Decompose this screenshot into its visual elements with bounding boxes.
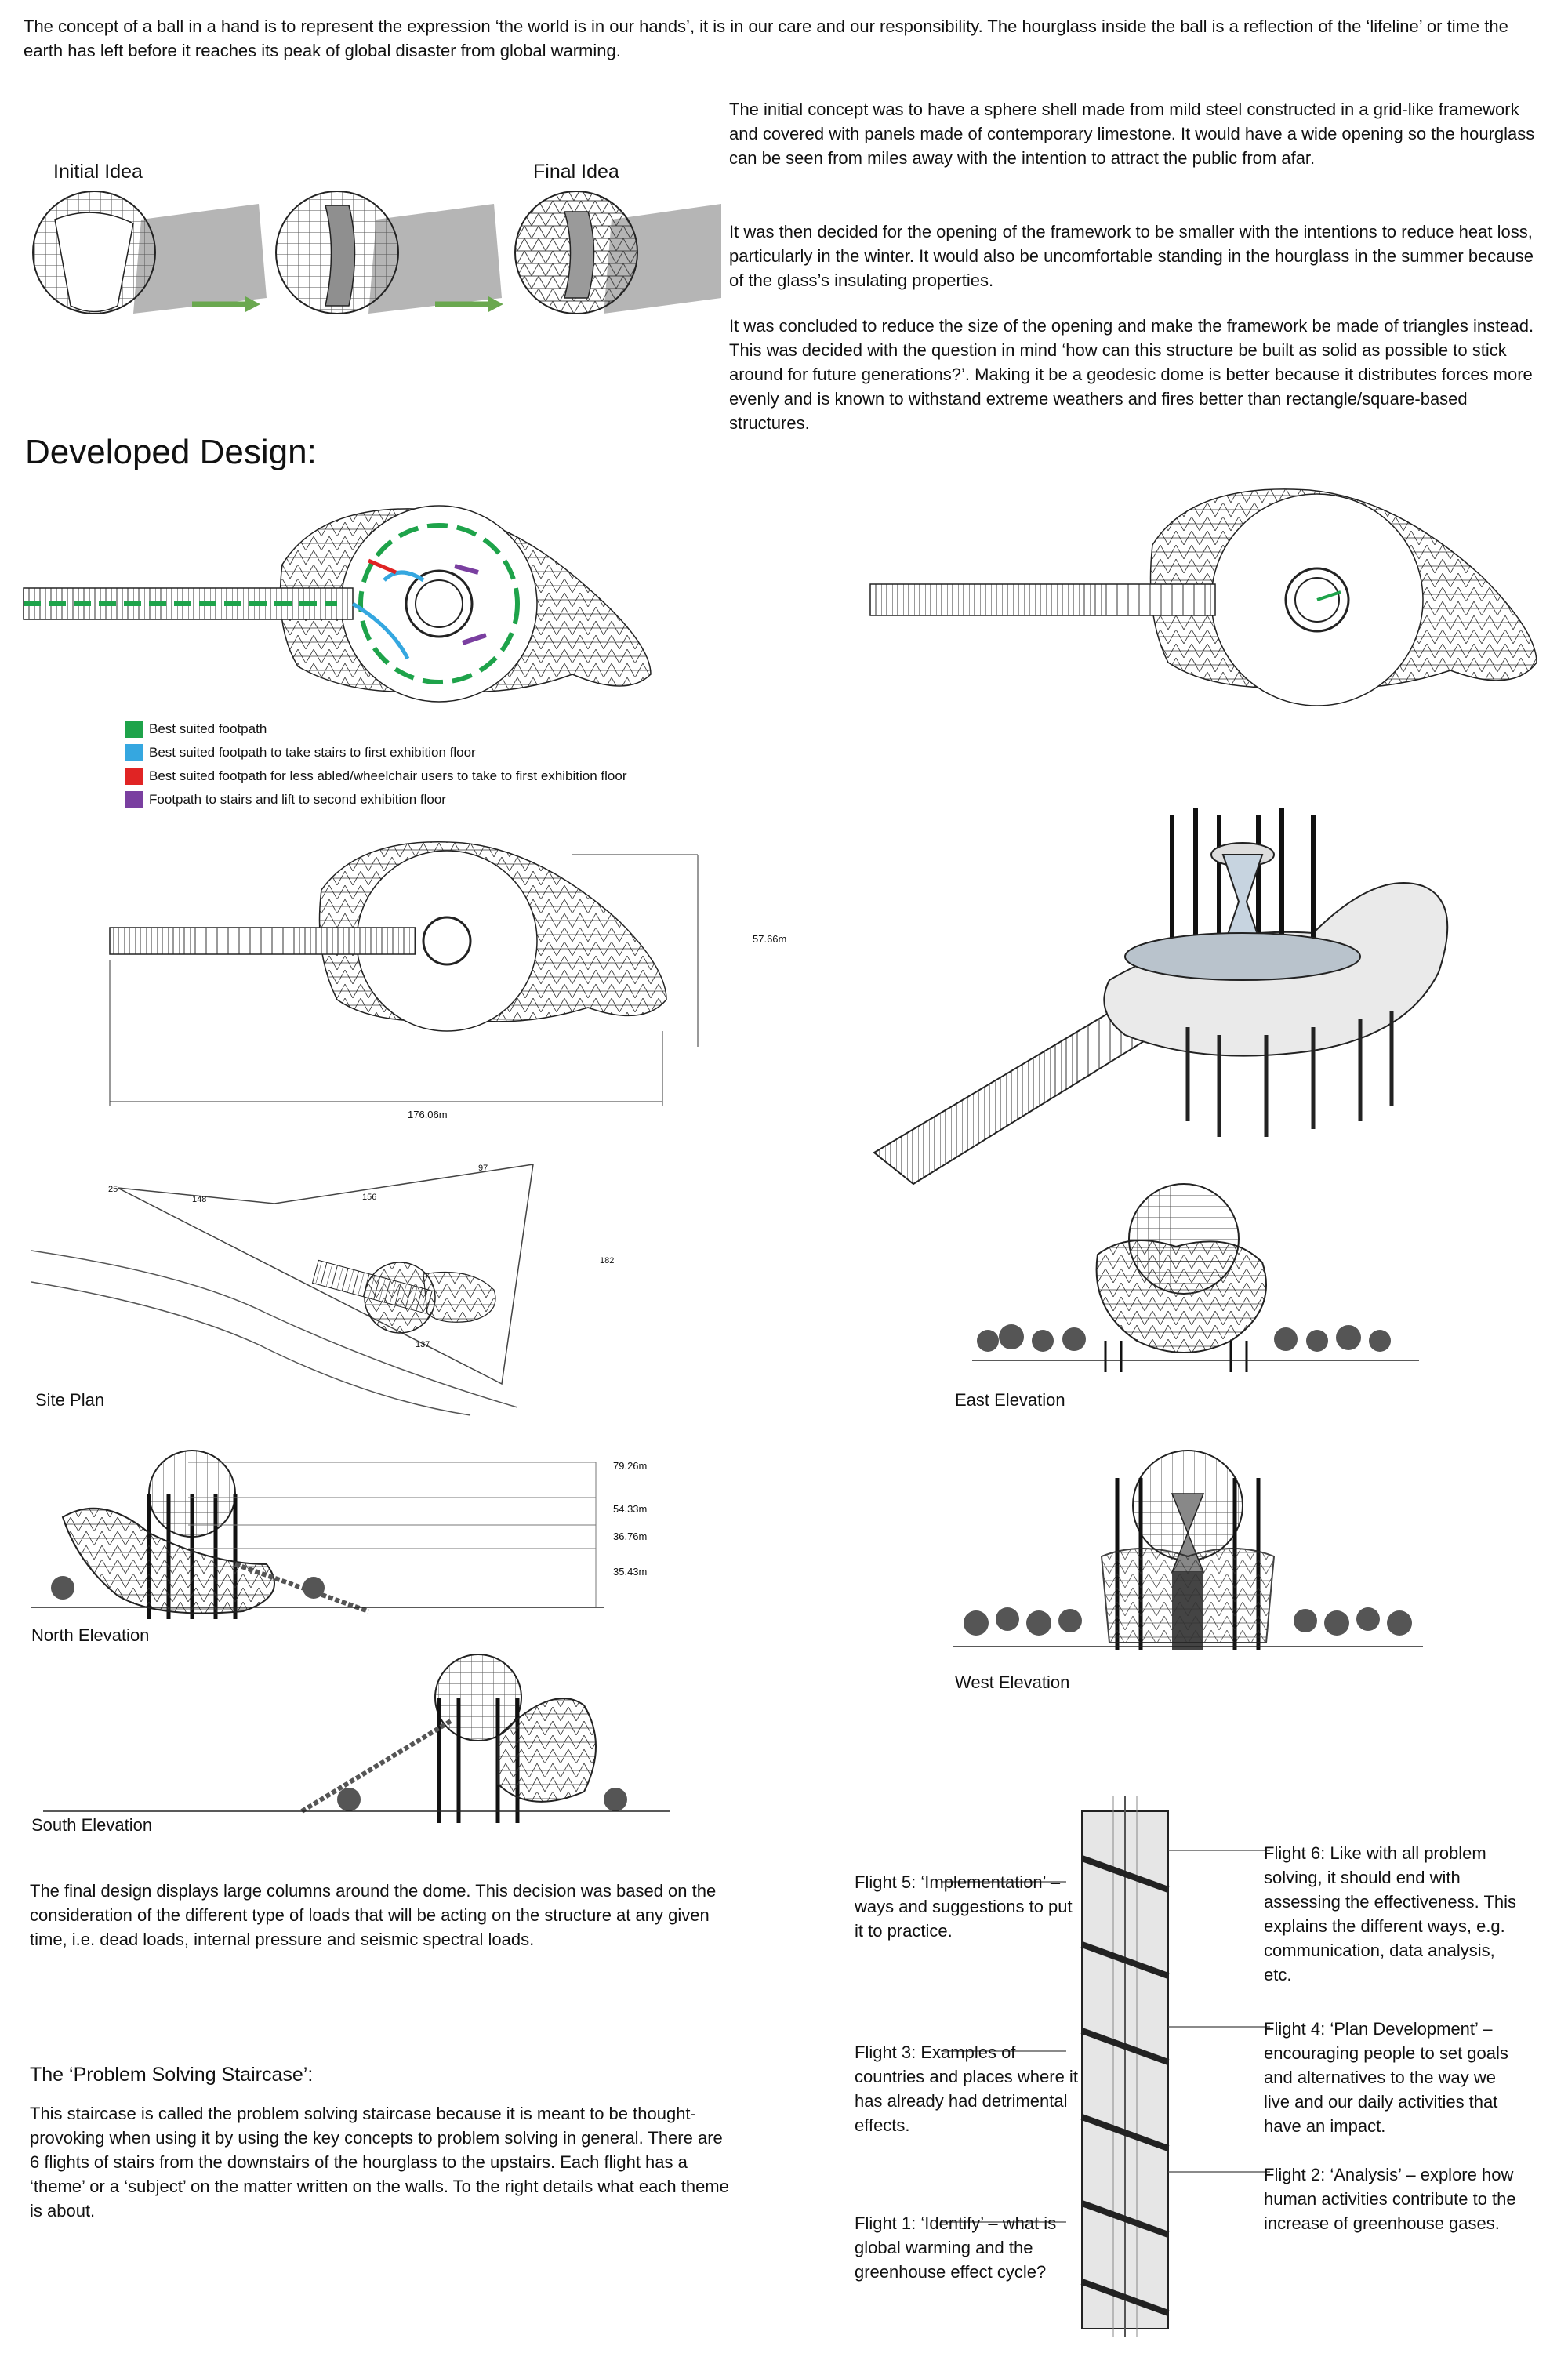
legend-swatch-blue [125,744,143,761]
description-p2: It was then decided for the opening of t… [729,222,1534,290]
concept-text: The concept of a ball in a hand is to re… [24,16,1508,60]
legend-item: Best suited footpath [125,717,627,741]
east-elevation-figure [972,1183,1419,1372]
flight-5-text: Flight 5: ‘Implementation’ – ways and su… [855,1872,1073,1941]
height-dim-3: 36.76m [613,1531,648,1542]
west-elevation-figure [953,1450,1423,1650]
legend-item: Best suited footpath to take stairs to f… [125,741,627,764]
description-p3: It was concluded to reduce the size of t… [729,316,1534,433]
final-sphere [514,191,638,314]
staircase-column-figure [1080,1796,1170,2337]
staircase-text: This staircase is called the problem sol… [30,2104,729,2220]
dimensioned-plan-figure [109,841,699,1106]
footpath-legend: Best suited footpath Best suited footpat… [125,717,627,812]
west-elevation-caption: West Elevation [955,1672,1070,1692]
plan-width-dimension: 176.06m [408,1109,448,1120]
site-dim-5: 182 [600,1256,615,1265]
site-plan-figure [31,1164,534,1416]
height-dim-1: 79.26m [613,1460,648,1472]
final-design-text: The final design displays large columns … [30,1881,717,1949]
developed-design-heading: Developed Design: [25,433,317,471]
flight-3-text: Flight 3: Examples of countries and plac… [855,2043,1078,2135]
site-dim-2: 148 [192,1195,207,1204]
south-elevation-caption: South Elevation [31,1815,153,1835]
legend-label: Best suited footpath [149,721,267,736]
legend-item: Best suited footpath for less abled/whee… [125,764,627,788]
initial-sphere [32,191,156,314]
height-dim-4: 35.43m [613,1566,648,1578]
north-elevation-caption: North Elevation [31,1625,150,1645]
site-plan-caption: Site Plan [35,1390,105,1410]
green-arrow-2 [435,296,503,312]
legend-swatch-purple [125,791,143,808]
north-elevation-figure [31,1450,604,1619]
flight-1-text: Flight 1: ‘Identify’ – what is global wa… [855,2213,1057,2282]
legend-label: Best suited footpath for less abled/whee… [149,768,627,783]
site-dim-4: 97 [478,1164,488,1173]
legend-item: Footpath to stairs and lift to second ex… [125,788,627,812]
plan-footpaths-figure [23,505,652,703]
flight-6-text: Flight 6: Like with all problem solving,… [1264,1843,1517,1984]
legend-label: Footpath to stairs and lift to second ex… [149,792,446,807]
concept-spheres-figure [32,191,721,314]
green-arrow-1 [192,296,260,312]
height-dim-2: 54.33m [613,1503,648,1515]
description-p1: The initial concept was to have a sphere… [729,100,1535,168]
legend-swatch-green [125,721,143,738]
legend-label: Best suited footpath to take stairs to f… [149,745,476,760]
site-dim-6: 137 [416,1340,430,1349]
site-dim-1: 25 [108,1185,118,1194]
perspective-render [873,808,1449,1186]
final-idea-label: Final Idea [533,161,619,183]
middle-sphere [275,191,399,314]
site-dim-3: 156 [362,1193,377,1202]
plan-view-figure [869,488,1537,706]
legend-swatch-red [125,768,143,785]
south-elevation-figure [43,1654,670,1823]
flight-leader-lines [941,1850,1270,2223]
flight-2-text: Flight 2: ‘Analysis’ – explore how human… [1264,2165,1516,2233]
staircase-heading: The ‘Problem Solving Staircase’: [30,2064,314,2086]
flight-4-text: Flight 4: ‘Plan Development’ – encouragi… [1264,2019,1508,2136]
east-elevation-caption: East Elevation [955,1390,1065,1410]
initial-idea-label: Initial Idea [53,161,143,183]
plan-height-dimension: 57.66m [753,933,787,945]
